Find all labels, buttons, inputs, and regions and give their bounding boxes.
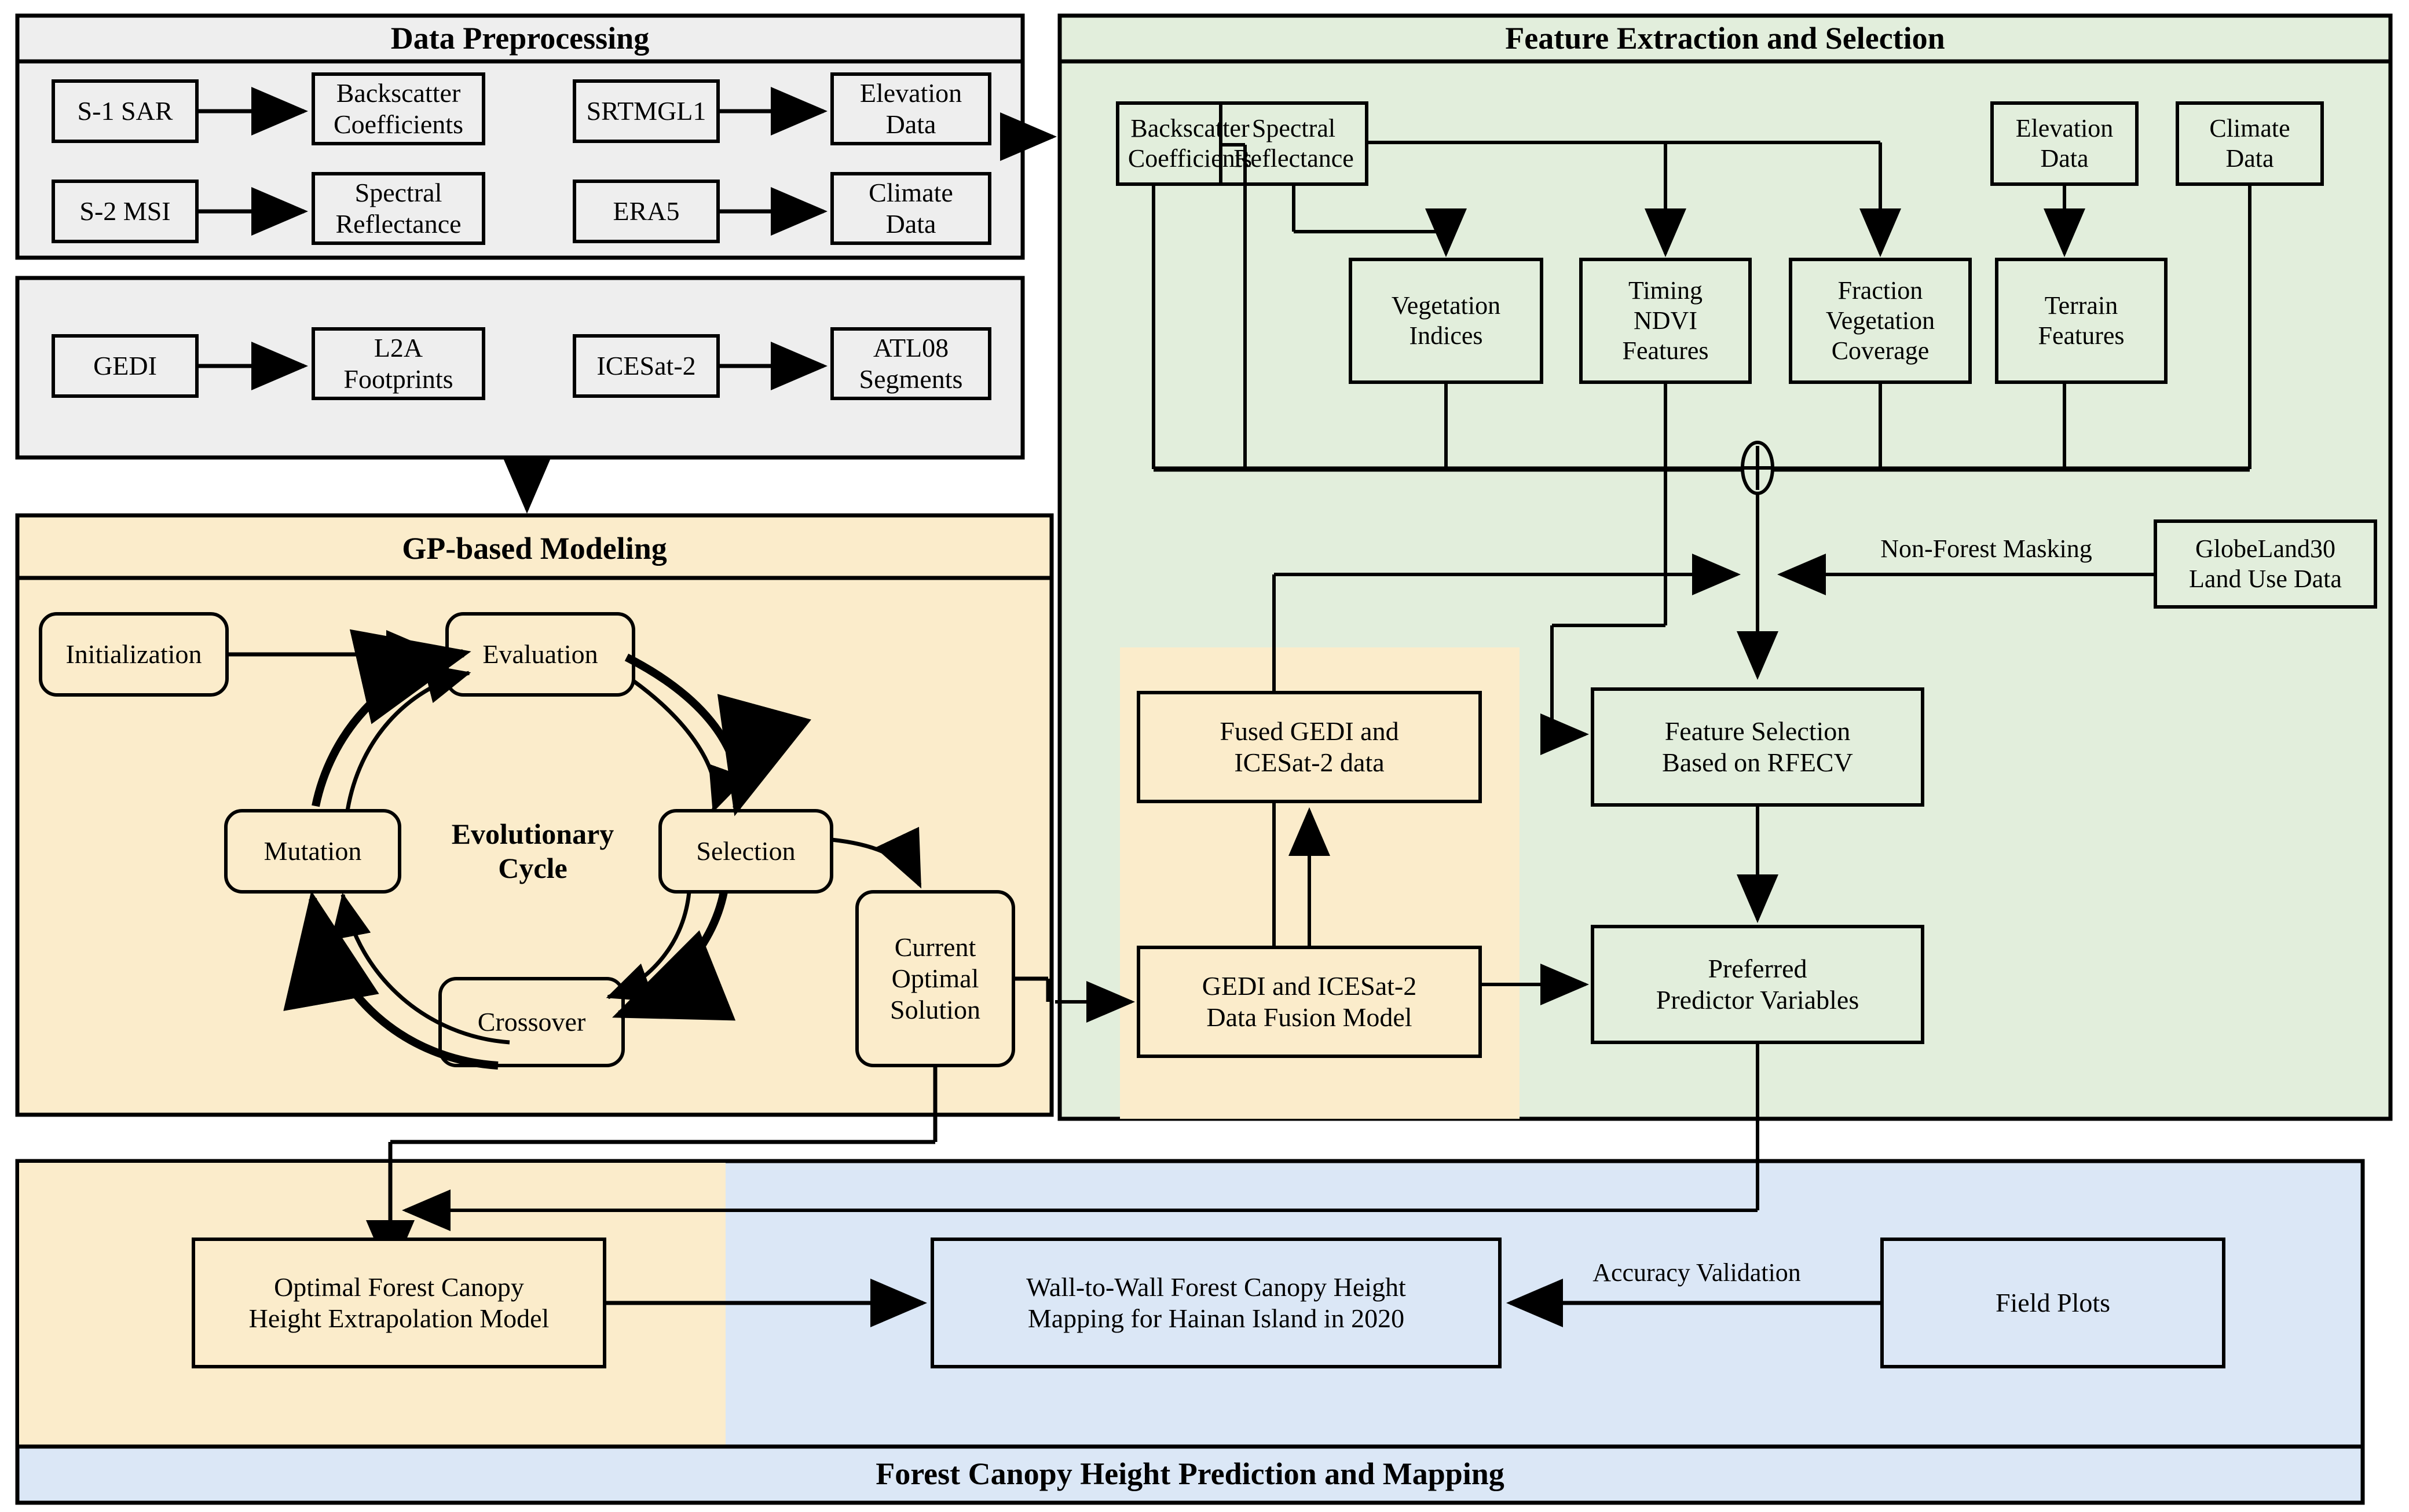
lidar-boxes (52, 327, 991, 400)
feature-arrows (402, 141, 2251, 1231)
preprocessing-boxes (52, 72, 991, 245)
fusion-arrows (1055, 807, 1330, 1023)
plus-circle-merge-icon (1741, 441, 1774, 495)
preprocessing-arrows (197, 87, 1057, 514)
prediction-boxes (192, 1238, 2225, 1368)
feature-process-boxes (1591, 519, 2377, 1044)
fusion-boxes (1137, 691, 1482, 1058)
gp-arrows (227, 630, 1050, 1277)
feature-source-boxes (1116, 101, 2324, 186)
gp-boxes (39, 612, 1015, 1067)
feature-derived-boxes (1349, 258, 2168, 384)
